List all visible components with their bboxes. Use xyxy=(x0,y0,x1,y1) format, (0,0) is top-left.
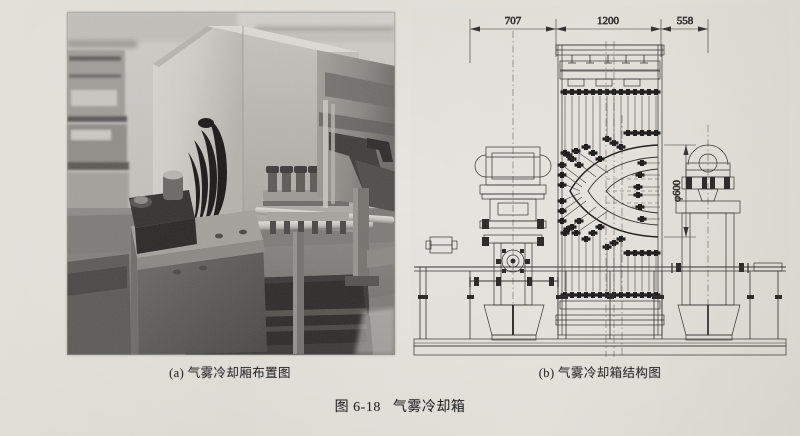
air-mist-cooling-box-structure-drawing: 707 1200 558 xyxy=(410,5,790,360)
subfigure-caption-b: (b) 气雾冷却箱结构图 xyxy=(538,366,662,380)
figure-title: 气雾冷却箱 xyxy=(392,400,466,415)
figure-number: 图 6-18 xyxy=(334,400,381,415)
subfigure-caption-a: (a) 气雾冷却厢布置图 xyxy=(169,366,291,380)
air-mist-cooling-chamber-layout-photo xyxy=(67,12,395,355)
figure-caption: 图 6-18 气雾冷却箱 xyxy=(0,396,800,416)
